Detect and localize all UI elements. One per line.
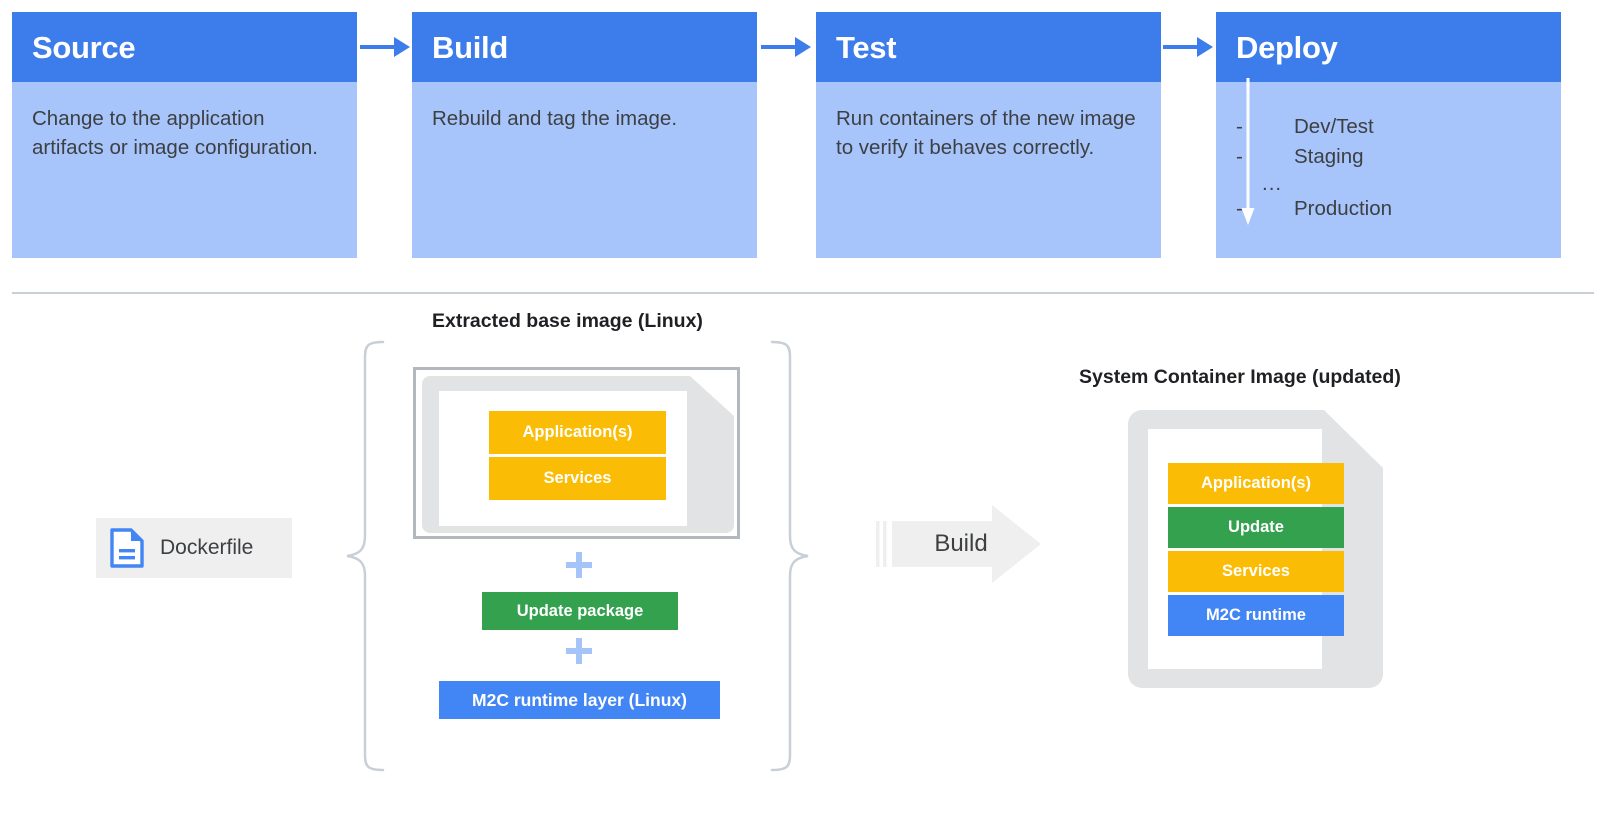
- stage-title-deploy: Deploy: [1236, 29, 1338, 65]
- layer-application: Application(s): [1168, 463, 1344, 504]
- list-item-label: Staging: [1294, 145, 1364, 169]
- update-package-layer: Update package: [482, 592, 678, 630]
- list-dash: -: [1236, 197, 1243, 221]
- list-dash: -: [1236, 115, 1243, 138]
- layer-update: Update: [1168, 507, 1344, 548]
- section-divider: [12, 292, 1594, 294]
- plus-icon: [566, 638, 592, 664]
- stage-body-test: Run containers of the new image to verif…: [836, 107, 1136, 160]
- stage-body-source: Change to the application artifacts or i…: [32, 107, 318, 160]
- m2c-runtime-layer: M2C runtime layer (Linux): [439, 681, 720, 719]
- layer-m2c-runtime: M2C runtime: [1168, 595, 1344, 636]
- layer-application: Application(s): [489, 411, 666, 454]
- plus-icon: [566, 552, 592, 578]
- stage-card-test: Test Run containers of the new image to …: [816, 12, 1161, 258]
- curly-brace-left-icon: [346, 340, 385, 772]
- stage-title-build: Build: [432, 29, 508, 65]
- stage-header-source: Source: [12, 12, 357, 82]
- layer-services: Services: [489, 457, 666, 500]
- stage-header-build: Build: [412, 12, 757, 82]
- layer-services: Services: [1168, 551, 1344, 592]
- stage-title-source: Source: [32, 29, 136, 65]
- list-item: - Staging: [1216, 142, 1561, 172]
- list-ellipsis: ...: [1262, 171, 1283, 195]
- stage-card-build: Build Rebuild and tag the image.: [412, 12, 757, 258]
- stage-card-source: Source Change to the application artifac…: [12, 12, 357, 258]
- right-arrow-icon: [761, 37, 811, 57]
- dockerfile-label: Dockerfile: [160, 536, 254, 559]
- list-item: - Production: [1216, 194, 1561, 224]
- deploy-environment-list: - Dev/Test - Staging ... - Production: [1216, 82, 1561, 225]
- down-arrow-icon: [1241, 78, 1255, 225]
- document-icon: [110, 528, 144, 568]
- list-item: - Dev/Test: [1216, 112, 1561, 142]
- stage-header-deploy: Deploy: [1216, 12, 1561, 82]
- stage-card-deploy: Deploy - Dev/Test - Staging ... - Produc…: [1216, 12, 1561, 258]
- curly-brace-right-icon: [770, 340, 809, 772]
- stage-body-build: Rebuild and tag the image.: [432, 107, 678, 130]
- list-item-label: Production: [1294, 197, 1393, 221]
- stage-title-test: Test: [836, 29, 897, 65]
- build-arrow-label: Build: [934, 530, 988, 557]
- output-image-label: System Container Image (updated): [1079, 366, 1401, 388]
- block-arrow-right-icon: [876, 505, 1041, 583]
- list-item-label: Dev/Test: [1294, 115, 1374, 138]
- stage-header-test: Test: [816, 12, 1161, 82]
- right-arrow-icon: [1163, 37, 1213, 57]
- list-dash: -: [1236, 145, 1243, 169]
- dockerfile-chip[interactable]: Dockerfile: [96, 518, 292, 578]
- right-arrow-icon: [360, 37, 410, 57]
- base-image-label: Extracted base image (Linux): [432, 310, 703, 332]
- output-image-layer-stack: Application(s) Update Services M2C runti…: [1168, 463, 1344, 636]
- base-image-layer-stack: Application(s) Services: [489, 411, 666, 500]
